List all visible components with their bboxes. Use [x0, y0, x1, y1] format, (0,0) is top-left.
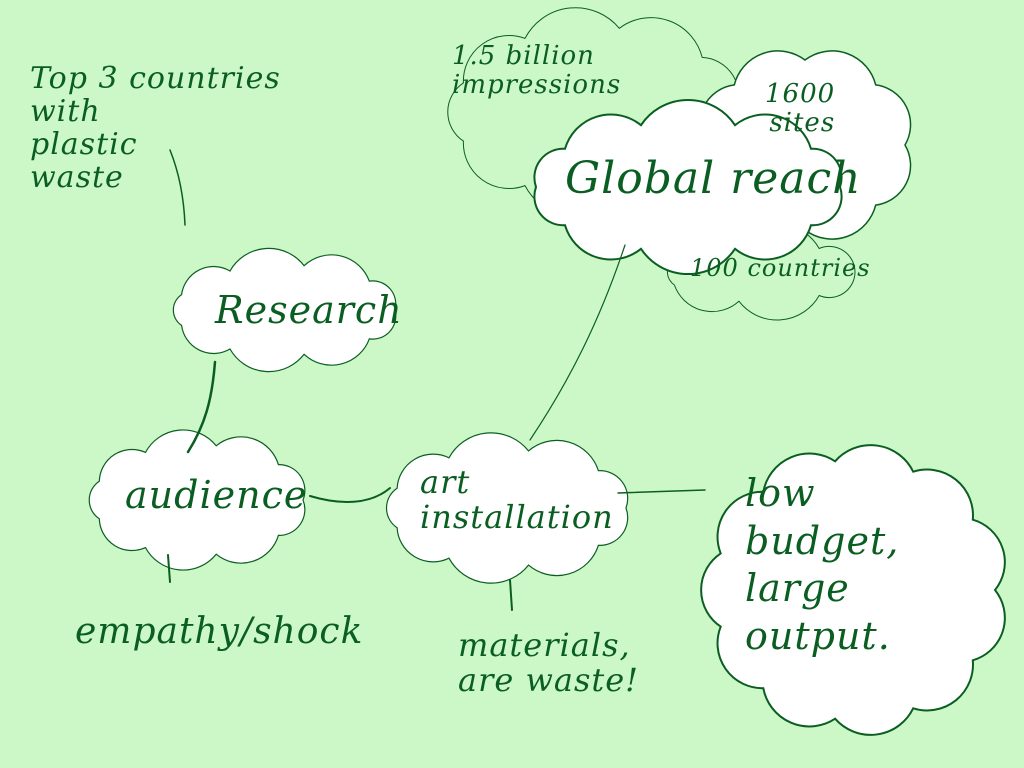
node-impressions: 1.5 billion impressions	[452, 41, 622, 100]
cloud-art-installation	[385, 432, 629, 584]
node-top-countries: Top 3 countries with plastic waste	[30, 61, 281, 195]
node-global-reach: Global reach	[565, 153, 862, 204]
connector-audience-art	[309, 487, 391, 503]
connector-top-countries	[169, 149, 186, 226]
node-materials: materials, are waste!	[458, 626, 640, 700]
connector-art-lowbudget	[617, 489, 706, 494]
node-empathy: empathy/shock	[75, 611, 364, 652]
connector-art-materials	[509, 579, 513, 611]
cloud-low-budget	[700, 444, 1006, 736]
node-sites: 1600 sites	[765, 79, 836, 138]
node-audience: audience	[125, 473, 308, 517]
node-low-budget: low budget, large output.	[745, 471, 900, 658]
cloud-audience	[88, 429, 306, 571]
cloud-research	[172, 247, 397, 373]
node-art-installation: art installation	[420, 463, 614, 537]
connector-art-globalreach	[529, 244, 626, 441]
cloud-global-reach	[533, 98, 843, 276]
connector-research-audience	[186, 360, 217, 454]
node-countries: 100 countries	[690, 254, 871, 282]
node-research: Research	[215, 288, 403, 332]
connector-audience-empathy	[167, 554, 171, 583]
